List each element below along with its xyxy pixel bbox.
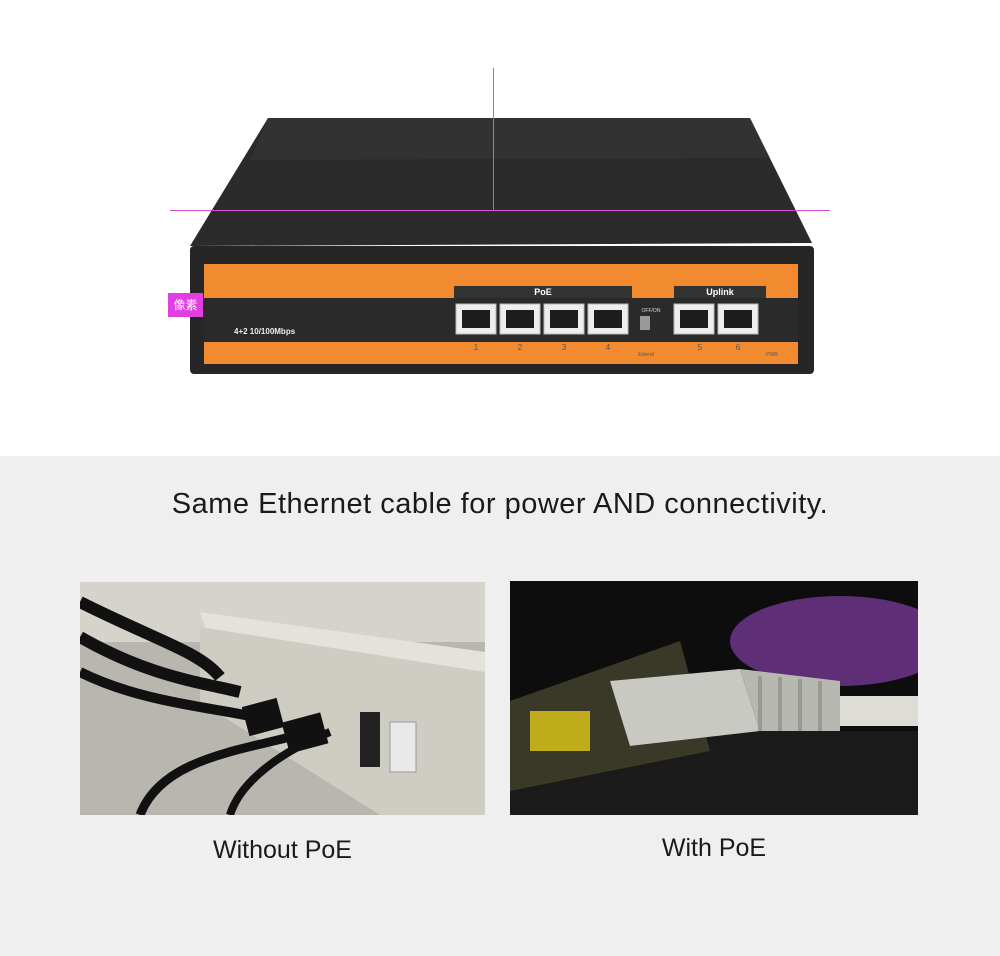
uplink-group-label: Uplink xyxy=(706,287,734,297)
port-number-4: 4 xyxy=(606,343,611,352)
port-number-2: 2 xyxy=(518,343,523,352)
headline: Same Ethernet cable for power AND connec… xyxy=(171,488,829,520)
spec-label: 4+2 10/100Mbps xyxy=(234,327,296,336)
poe-group-label: PoE xyxy=(534,287,552,297)
with-poe-caption: With PoE xyxy=(661,834,767,862)
pwr-label: PWR xyxy=(766,352,778,358)
port-number-3: 3 xyxy=(562,343,567,352)
without-poe-caption: Without PoE xyxy=(213,836,352,864)
port-number-6: 6 xyxy=(736,343,741,352)
uplink-ports xyxy=(673,303,759,335)
brand-label: PoE Switch xyxy=(232,310,314,327)
extend-label: Extend xyxy=(638,352,654,358)
guide-line-horizontal xyxy=(170,210,830,211)
switch-label: OFF/ON xyxy=(642,308,661,314)
without-poe-photo xyxy=(80,582,485,815)
pixel-badge: 像素 xyxy=(168,293,203,317)
port-number-1: 1 xyxy=(474,343,479,352)
with-poe-photo xyxy=(510,581,918,815)
poe-ports xyxy=(455,303,629,335)
guide-line-vertical xyxy=(493,68,494,211)
poe-switch-photo: PoE Uplink OFF/ON 1 2 3 4 5 6 xyxy=(190,118,814,374)
port-number-5: 5 xyxy=(698,343,703,352)
product-section: PoE Uplink OFF/ON 1 2 3 4 5 6 xyxy=(0,0,1000,456)
